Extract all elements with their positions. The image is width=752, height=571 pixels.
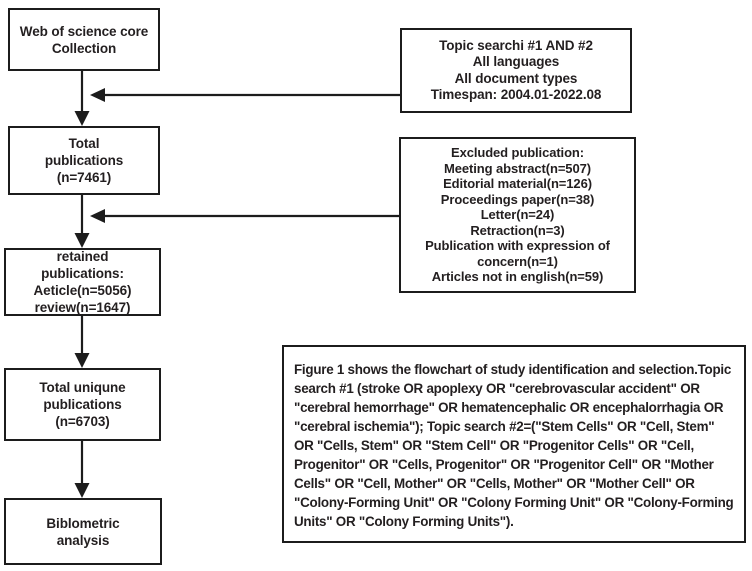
box-total-publications: Total publications (n=7461) [8,126,160,195]
arrow-criteria-into-flow [90,88,401,102]
box-total-publications-label: Total publications (n=7461) [44,136,124,185]
box-total-unique-publications: Total uniqune publications (n=6703) [4,368,161,441]
box-excluded-publications: Excluded publication: Meeting abstract(n… [399,137,636,293]
arrow-unique-to-analysis [74,441,90,498]
arrow-excluded-into-flow [90,209,400,223]
arrow-source-to-total [74,71,90,126]
box-search-criteria-label: Topic searchi #1 AND #2 All languages Al… [430,37,602,103]
box-search-criteria: Topic searchi #1 AND #2 All languages Al… [400,28,632,113]
figure-caption-box: Figure 1 shows the flowchart of study id… [282,345,746,543]
box-total-unique-publications-label: Total uniqune publications (n=6703) [39,380,126,429]
arrow-retained-to-unique [74,316,90,368]
box-retained-publications-label: retained publications: Aeticle(n=5056) r… [33,249,132,315]
box-web-of-science: Web of science core Collection [8,8,160,71]
box-bibliometric-analysis-label: Biblometric analysis [46,515,120,548]
box-bibliometric-analysis: Biblometric analysis [4,498,162,565]
figure-caption-text: Figure 1 shows the flowchart of study id… [294,362,734,529]
box-excluded-publications-label: Excluded publication: Meeting abstract(n… [425,145,610,285]
box-web-of-science-label: Web of science core Collection [19,23,149,56]
box-retained-publications: retained publications: Aeticle(n=5056) r… [4,248,161,316]
arrow-total-to-retained [74,195,90,248]
